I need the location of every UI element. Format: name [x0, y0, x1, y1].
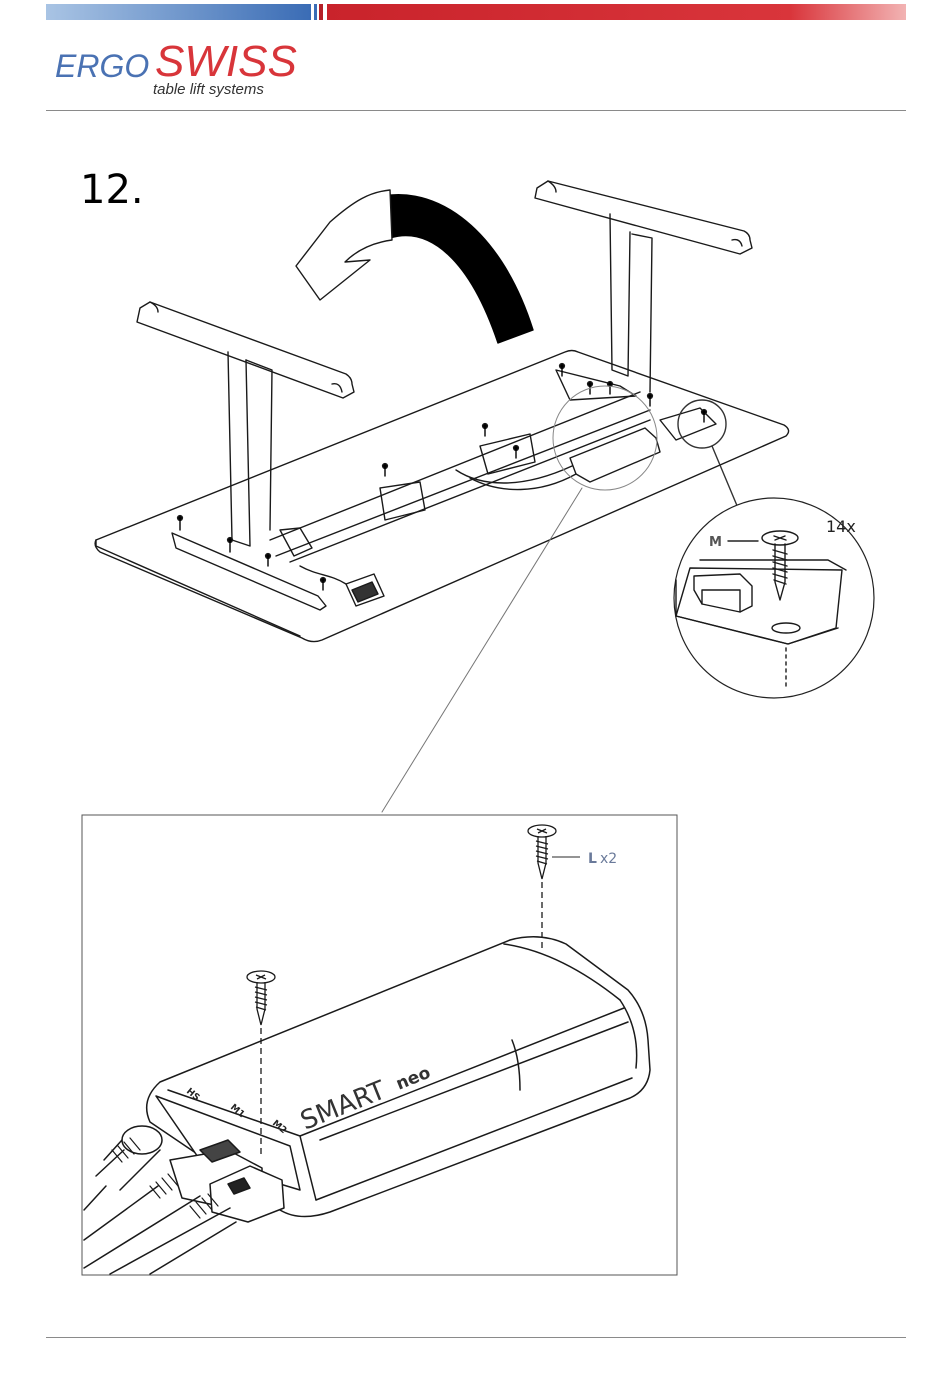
screw-m-label: M — [709, 535, 722, 550]
rotate-arrow-icon — [296, 190, 533, 343]
screw-m-qty: 14x — [826, 517, 856, 536]
screw-l-qty: x2 — [600, 851, 617, 867]
screw-l-label: L — [588, 851, 597, 867]
